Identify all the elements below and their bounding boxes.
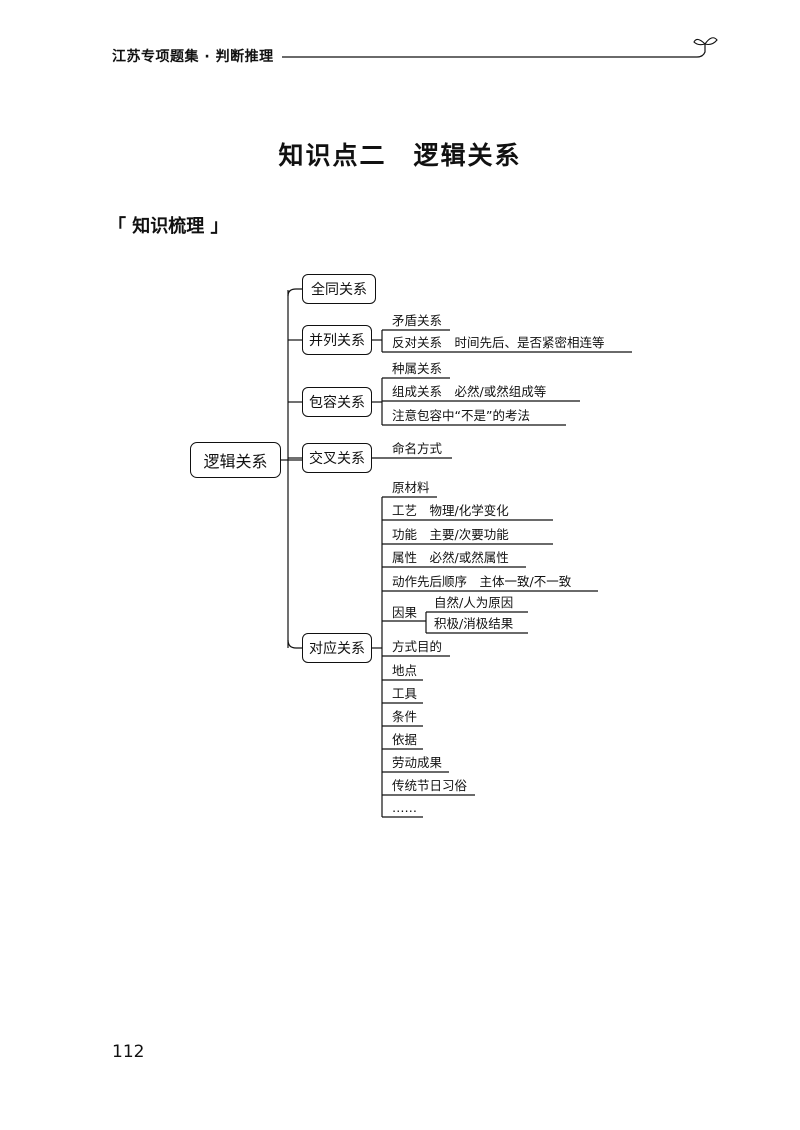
- mindmap-root: 逻辑关系: [190, 442, 281, 478]
- leaf-didian: 地点: [392, 663, 418, 678]
- leaf-gongju: 工具: [392, 686, 418, 701]
- branch-binglie: 并列关系: [302, 325, 372, 355]
- sprout-icon: [693, 38, 706, 46]
- leaf-jiji: 积极/消极结果: [434, 616, 514, 631]
- branch-jiaocha: 交叉关系: [302, 443, 372, 473]
- section-heading: 「 知识梳理 」: [108, 216, 229, 237]
- leaf-gongneng: 功能 主要/次要功能: [392, 527, 509, 542]
- leaf-chuantong: 传统节日习俗: [392, 778, 468, 793]
- leaf-yinguo: 因果: [392, 605, 418, 620]
- page-title: 知识点二 逻辑关系: [278, 141, 522, 170]
- page-number: 112: [112, 1042, 145, 1062]
- leaf-fangshi: 方式目的: [392, 639, 443, 654]
- branch-baorong: 包容关系: [302, 387, 372, 417]
- leaf-yiju: 依据: [392, 732, 418, 747]
- leaf-ziran: 自然/人为原因: [434, 595, 514, 610]
- leaf-gongyi: 工艺 物理/化学变化: [392, 503, 509, 518]
- leaf-laodong: 劳动成果: [392, 755, 443, 770]
- leaf-tiaojian: 条件: [392, 709, 418, 724]
- leaf-maodun: 矛盾关系: [392, 313, 443, 328]
- leaf-bushi: 注意包容中“不是”的考法: [392, 408, 530, 423]
- leaf-fandui: 反对关系 时间先后、是否紧密相连等: [392, 335, 605, 350]
- leaf-ellipsis: ……: [392, 800, 417, 815]
- leaf-zhongshu: 种属关系: [392, 361, 443, 376]
- branch-quantong: 全同关系: [302, 274, 376, 304]
- leaf-yuancailiao: 原材料: [392, 480, 430, 495]
- leaf-shuxing: 属性 必然/或然属性: [392, 550, 509, 565]
- leaf-zucheng: 组成关系 必然/或然组成等: [392, 384, 547, 399]
- leaf-mingming: 命名方式: [392, 441, 443, 456]
- leaf-dongzuo: 动作先后顺序 主体一致/不一致: [392, 574, 572, 589]
- branch-duiying: 对应关系: [302, 633, 372, 663]
- running-header: 江苏专项题集 · 判断推理: [112, 49, 274, 65]
